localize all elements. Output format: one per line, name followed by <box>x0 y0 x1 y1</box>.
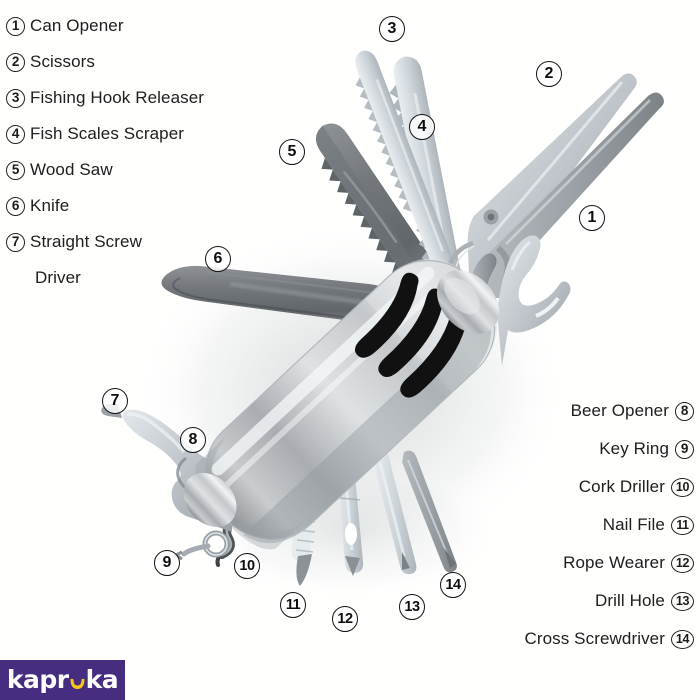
legend-item-10[interactable]: Cork Driller 10 <box>524 468 694 506</box>
legend-label-14: Cross Screwdriver <box>524 629 665 648</box>
legend-item-6[interactable]: 6 Knife <box>6 188 204 224</box>
legend-left: 1 Can Opener 2 Scissors 3 Fishing Hook R… <box>6 8 204 296</box>
legend-item-13[interactable]: Drill Hole 13 <box>524 582 694 620</box>
legend-number-10: 10 <box>671 477 694 497</box>
legend-label-7: Straight Screw <box>30 232 142 251</box>
logo-text-after: ka <box>85 664 119 694</box>
legend-number-9: 9 <box>675 439 694 459</box>
legend-number-8: 8 <box>675 401 694 421</box>
callout-marker-3[interactable]: 3 <box>379 16 405 42</box>
legend-label-1: Can Opener <box>30 16 124 35</box>
callout-marker-5[interactable]: 5 <box>279 139 305 165</box>
legend-label-7-continued: Driver <box>35 268 81 287</box>
knife-handle-body <box>195 258 497 550</box>
legend-item-12[interactable]: Rope Wearer 12 <box>524 544 694 582</box>
legend-number-12: 12 <box>671 553 694 573</box>
legend-item-7[interactable]: 7 Straight Screw <box>6 224 204 260</box>
callout-marker-14[interactable]: 14 <box>440 572 466 598</box>
legend-number-6: 6 <box>6 196 25 216</box>
tool-fishing-hook-releaser <box>355 50 468 304</box>
legend-label-13: Drill Hole <box>595 591 665 610</box>
callout-marker-10[interactable]: 10 <box>234 553 260 579</box>
legend-label-4: Fish Scales Scraper <box>30 124 185 143</box>
callout-marker-1[interactable]: 1 <box>579 205 605 231</box>
legend-number-1: 1 <box>6 16 25 36</box>
logo-text-before: kapr <box>6 664 69 694</box>
legend-item-14[interactable]: Cross Screwdriver 14 <box>524 620 694 658</box>
legend-number-14: 14 <box>671 629 694 649</box>
callout-marker-4[interactable]: 4 <box>409 114 435 140</box>
callout-marker-7[interactable]: 7 <box>102 388 128 414</box>
handle-bolsters <box>183 270 500 527</box>
legend-right: Beer Opener 8 Key Ring 9 Cork Driller 10… <box>524 392 694 658</box>
legend-number-7: 7 <box>6 232 25 252</box>
callout-marker-8[interactable]: 8 <box>180 427 206 453</box>
legend-item-4[interactable]: 4 Fish Scales Scraper <box>6 116 204 152</box>
legend-item-2[interactable]: 2 Scissors <box>6 44 204 80</box>
legend-item-3[interactable]: 3 Fishing Hook Releaser <box>6 80 204 116</box>
legend-label-6: Knife <box>30 196 70 215</box>
legend-label-2: Scissors <box>30 52 96 71</box>
legend-label-8: Beer Opener <box>570 401 669 420</box>
callout-marker-12[interactable]: 12 <box>332 606 358 632</box>
legend-item-7-continued: Driver <box>6 260 204 296</box>
legend-label-9: Key Ring <box>599 439 669 458</box>
legend-label-5: Wood Saw <box>30 160 113 179</box>
legend-number-3: 3 <box>6 88 25 108</box>
legend-number-2: 2 <box>6 52 25 72</box>
callout-marker-13[interactable]: 13 <box>399 594 425 620</box>
handle-slots <box>354 272 469 398</box>
tool-cross-screwdriver <box>402 450 457 573</box>
legend-item-11[interactable]: Nail File 11 <box>524 506 694 544</box>
legend-number-11: 11 <box>671 515 694 535</box>
legend-label-12: Rope Wearer <box>563 553 665 572</box>
legend-number-5: 5 <box>6 160 25 180</box>
tool-drill-hole <box>372 446 417 575</box>
legend-label-11: Nail File <box>602 515 665 534</box>
callout-marker-11[interactable]: 11 <box>280 592 306 618</box>
legend-item-5[interactable]: 5 Wood Saw <box>6 152 204 188</box>
callout-marker-9[interactable]: 9 <box>154 550 180 576</box>
callout-marker-6[interactable]: 6 <box>205 246 231 272</box>
legend-item-1[interactable]: 1 Can Opener <box>6 8 204 44</box>
legend-number-4: 4 <box>6 124 25 144</box>
legend-item-8[interactable]: Beer Opener 8 <box>524 392 694 430</box>
legend-label-3: Fishing Hook Releaser <box>30 88 205 107</box>
logo-smile-icon <box>70 678 85 689</box>
callout-marker-2[interactable]: 2 <box>536 61 562 87</box>
legend-number-13: 13 <box>671 591 694 611</box>
legend-label-10: Cork Driller <box>578 477 665 496</box>
legend-item-9[interactable]: Key Ring 9 <box>524 430 694 468</box>
